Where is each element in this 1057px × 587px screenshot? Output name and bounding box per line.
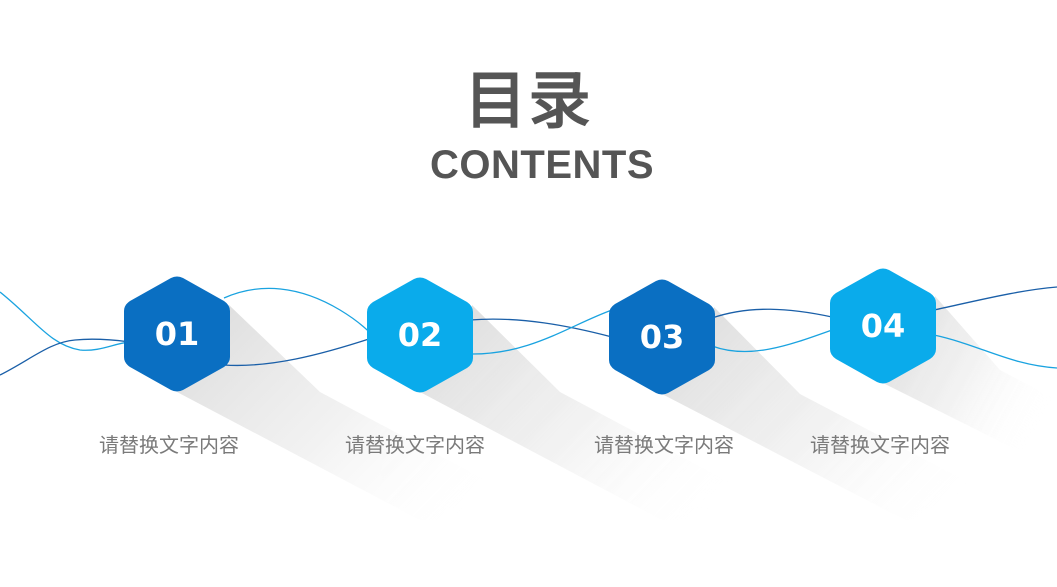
section-number: 02 bbox=[397, 316, 443, 354]
section-hexagon-03[interactable]: 03 bbox=[609, 278, 715, 396]
hexagon-shape-icon bbox=[367, 277, 473, 393]
section-hexagon-04[interactable]: 04 bbox=[830, 267, 936, 385]
page-title: 目录 bbox=[464, 64, 593, 137]
section-label-04: 请替换文字内容 bbox=[810, 433, 950, 457]
section-hexagon-02[interactable]: 02 bbox=[367, 276, 473, 394]
section-label-03: 请替换文字内容 bbox=[594, 433, 734, 457]
hexagon-shape-icon bbox=[830, 268, 936, 384]
section-number: 03 bbox=[639, 318, 685, 356]
long-shadows bbox=[177, 296, 1057, 520]
section-hexagon-01[interactable]: 01 bbox=[124, 275, 230, 393]
section-number: 04 bbox=[860, 307, 906, 345]
wave-lines bbox=[0, 286, 1057, 376]
section-label-02: 请替换文字内容 bbox=[345, 433, 485, 457]
hexagon-shape-icon bbox=[124, 276, 230, 392]
section-label-01: 请替换文字内容 bbox=[99, 433, 239, 457]
hexagon-shape-icon bbox=[609, 279, 715, 395]
page-subtitle: CONTENTS bbox=[430, 143, 654, 187]
section-number: 01 bbox=[154, 315, 200, 353]
